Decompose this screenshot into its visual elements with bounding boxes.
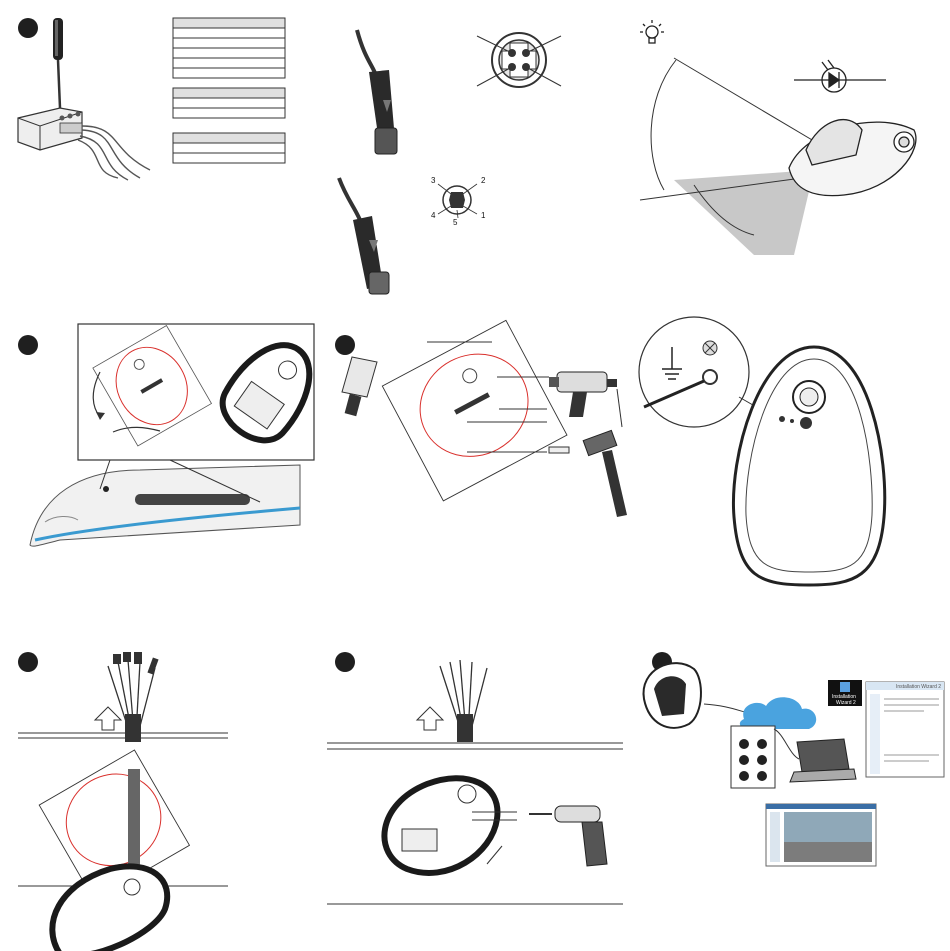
connector-4pin-face: [477, 33, 561, 87]
terminal-block-icon: [18, 108, 82, 150]
wizard-window-title: Installation Wizard 2: [896, 684, 941, 690]
wizard-window: Installation Wizard 2: [866, 682, 944, 777]
train-mount-illustration: [0, 317, 316, 634]
drill-icon: [549, 372, 622, 427]
train-icon: [30, 465, 300, 546]
fixing-illustration: [317, 634, 633, 951]
wiring-table-1: [173, 18, 285, 78]
panel-connectors: 3 2 4 5 1: [317, 0, 633, 317]
m12-cable-icon: [357, 30, 397, 154]
panel-fixing: [317, 634, 633, 951]
up-arrow-icon: [417, 707, 443, 730]
laptop-icon: [790, 739, 856, 782]
drilling-illustration: [317, 317, 633, 634]
hole-saw-icon: [342, 357, 377, 416]
mounting-template: [382, 320, 567, 501]
video-window: [766, 804, 876, 866]
pin-label-5: 5: [453, 218, 458, 227]
wiring-illustration: [0, 0, 316, 317]
cable-feed-illustration: [0, 634, 316, 951]
panel-cable-feed: [0, 634, 316, 951]
cable-sleeve: [457, 714, 473, 742]
wiring-table-2: [173, 88, 285, 118]
switch-icon: [731, 726, 775, 788]
pin-label-4: 4: [431, 211, 436, 220]
up-arrow-icon: [95, 707, 121, 730]
wall-plug-icon: [549, 447, 569, 453]
screwdriver-icon: [53, 18, 63, 108]
cable-through-template: [128, 769, 140, 879]
detail-circle: [639, 317, 749, 427]
panel-grounding: [634, 317, 950, 634]
screw-icon: [703, 341, 717, 355]
wiring-table-3: [173, 133, 285, 163]
sensor-base-outline: [733, 347, 884, 585]
connector-5pin-face: 3 2 4 5 1: [431, 176, 486, 227]
panel-drilling: [317, 317, 633, 634]
pin-label-1: 1: [481, 211, 486, 220]
sensor-housing: [789, 120, 916, 196]
wizard-icon-label-2: Wizard 2: [836, 700, 856, 706]
network-illustration: Installation Wizard 2 Installation Wizar…: [634, 634, 950, 951]
hammer-icon: [583, 430, 627, 517]
wizard-desktop-icon: Installation Wizard 2: [828, 680, 862, 706]
cloud-icon: [740, 697, 816, 729]
field-of-view-shade: [674, 170, 814, 255]
panel-network: Installation Wizard 2 Installation Wizar…: [634, 634, 950, 951]
sensor-side-view: [644, 663, 701, 728]
connector-illustration: 3 2 4 5 1: [317, 0, 633, 317]
sensor-base-top-view: [384, 778, 497, 873]
photodiode-symbol-icon: [794, 60, 886, 92]
sensor-illustration: [634, 0, 950, 317]
sensor-base-top-view: [52, 866, 167, 951]
panel-train-mount: [0, 317, 316, 634]
pin-label-3: 3: [431, 176, 436, 185]
pin-label-2: 2: [481, 176, 486, 185]
cable-wires: [78, 126, 150, 180]
panel-sensor: [634, 0, 950, 317]
panel-wiring: [0, 0, 316, 317]
lightbulb-icon: [640, 20, 664, 43]
grounding-illustration: [634, 317, 950, 634]
m12-cable-icon-2: [339, 178, 389, 294]
cordless-screwdriver-icon: [529, 806, 607, 866]
